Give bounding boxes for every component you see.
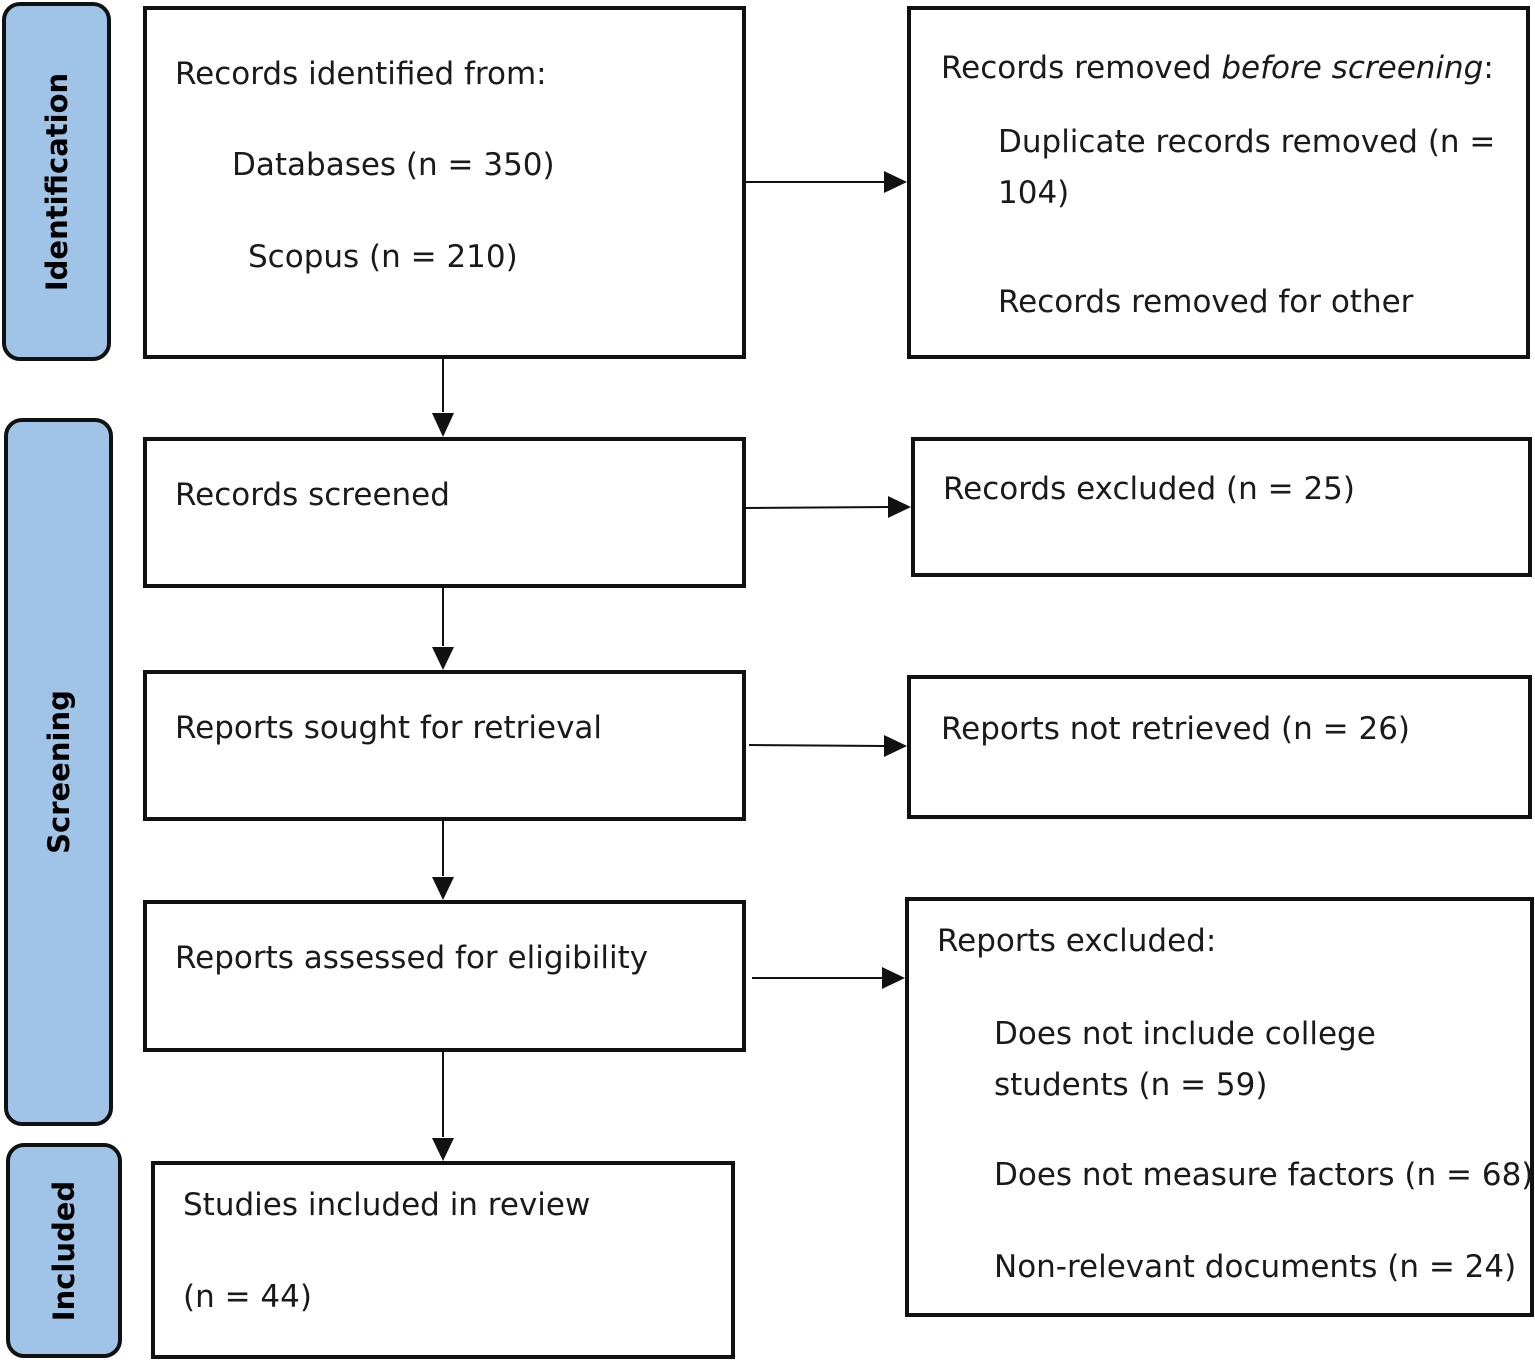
arrow-assessed-to-included	[432, 1052, 454, 1161]
records-excluded-label: Records excluded (n = 25)	[943, 471, 1355, 507]
records-removed-title-em: before screening	[1221, 50, 1484, 86]
records-excluded-box: Records excluded (n = 25)	[911, 437, 1532, 577]
records-removed-box: Records removed before screening: Duplic…	[907, 6, 1530, 359]
arrow-identified-to-removed	[746, 171, 907, 193]
records-identified-title: Records identified from:	[175, 56, 547, 92]
studies-included-box: Studies included in review (n = 44)	[151, 1161, 735, 1359]
excluded-non-relevant: Non-relevant documents (n = 24)	[994, 1249, 1517, 1285]
arrow-sought-to-assessed	[432, 821, 454, 900]
arrow-screened-to-excluded	[745, 496, 911, 518]
arrow-sought-to-not-retrieved	[748, 735, 907, 757]
databases-count: Databases (n = 350)	[232, 147, 555, 183]
studies-included-label: Studies included in review	[183, 1187, 591, 1223]
records-screened-box: Records screened	[143, 437, 746, 588]
records-removed-title-post: :	[1483, 50, 1494, 86]
reports-assessed-box: Reports assessed for eligibility	[143, 900, 746, 1052]
reports-excluded-box: Reports excluded: Does not include colle…	[905, 897, 1534, 1317]
excluded-no-college-students: Does not include college students (n = 5…	[994, 1016, 1376, 1103]
reports-excluded-title: Reports excluded:	[937, 923, 1217, 959]
reports-assessed-label: Reports assessed for eligibility	[175, 940, 649, 976]
reports-sought-label: Reports sought for retrieval	[175, 710, 603, 746]
arrow-assessed-to-reports-excluded	[752, 967, 905, 989]
reports-sought-box: Reports sought for retrieval	[143, 670, 746, 821]
phase-screening: Screening	[4, 418, 113, 1126]
phase-identification: Identification	[2, 2, 111, 361]
records-removed-other: Records removed for other	[998, 284, 1414, 320]
reports-not-retrieved-label: Reports not retrieved (n = 26)	[941, 711, 1411, 747]
excluded-no-factors: Does not measure factors (n = 68)	[994, 1157, 1534, 1193]
records-removed-title: Records removed before screening:	[941, 50, 1494, 87]
reports-not-retrieved-box: Reports not retrieved (n = 26)	[907, 675, 1532, 819]
studies-included-count: (n = 44)	[183, 1279, 312, 1315]
records-screened-label: Records screened	[175, 477, 450, 513]
arrow-screened-to-sought	[432, 588, 454, 670]
scopus-count: Scopus (n = 210)	[248, 239, 518, 275]
records-removed-title-pre: Records removed	[941, 50, 1222, 86]
arrow-identified-to-screened	[432, 359, 454, 437]
duplicate-records-removed: Duplicate records removed (n = 104)	[998, 124, 1496, 211]
records-identified-box: Records identified from: Databases (n = …	[143, 6, 746, 359]
phase-included: Included	[6, 1143, 122, 1358]
